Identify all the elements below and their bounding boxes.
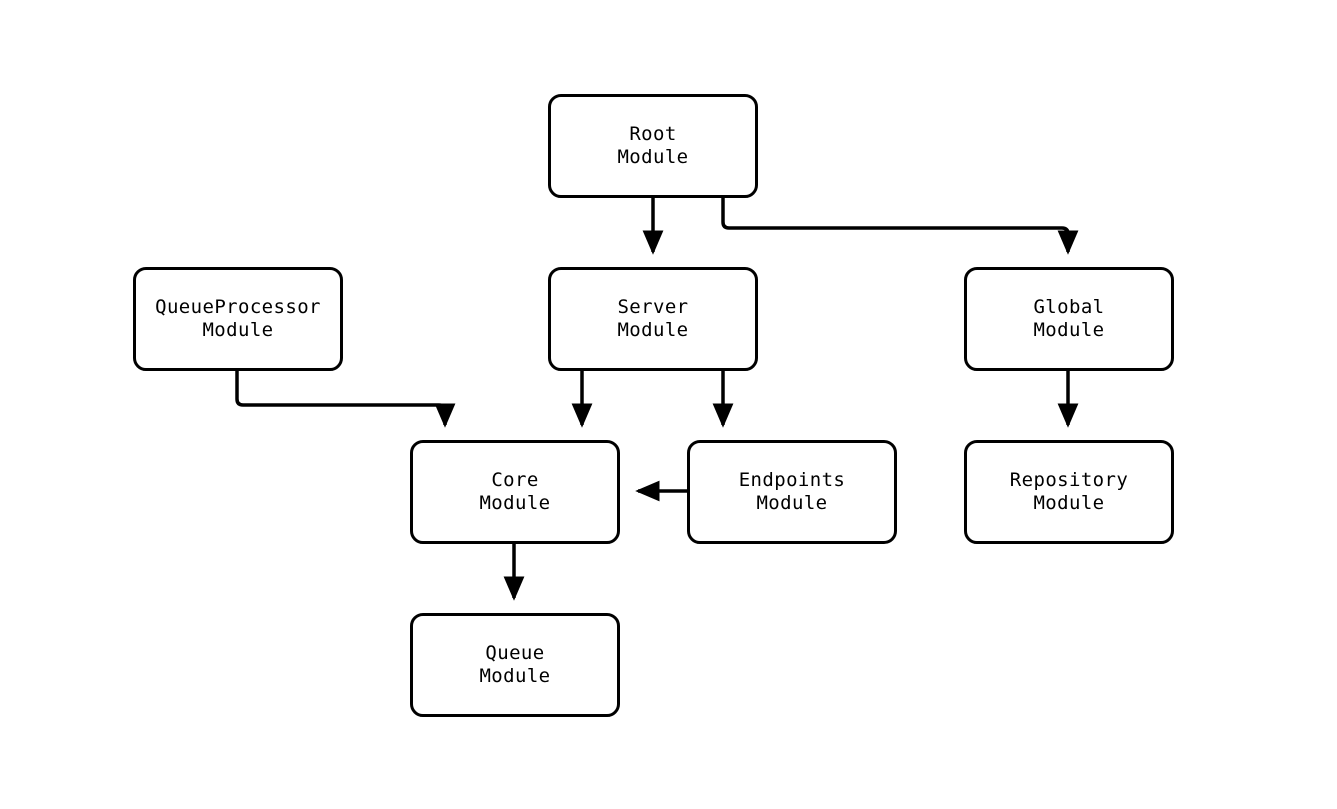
node-server-label: Server bbox=[617, 296, 689, 318]
node-queue[interactable]: Queue Module bbox=[410, 613, 620, 717]
node-root-sublabel: Module bbox=[617, 146, 689, 168]
node-repository[interactable]: Repository Module bbox=[964, 440, 1174, 544]
node-queue-sublabel: Module bbox=[479, 665, 551, 687]
node-queueprocessor-sublabel: Module bbox=[202, 319, 274, 341]
node-repository-sublabel: Module bbox=[1033, 492, 1105, 514]
node-global[interactable]: Global Module bbox=[964, 267, 1174, 371]
node-core-label: Core bbox=[491, 469, 539, 491]
node-global-label: Global bbox=[1033, 296, 1105, 318]
node-server-sublabel: Module bbox=[617, 319, 689, 341]
node-endpoints[interactable]: Endpoints Module bbox=[687, 440, 897, 544]
node-endpoints-label: Endpoints bbox=[738, 469, 846, 491]
node-core[interactable]: Core Module bbox=[410, 440, 620, 544]
edge-root-global bbox=[721, 198, 1079, 255]
node-queueprocessor[interactable]: QueueProcessor Module bbox=[133, 267, 343, 371]
node-global-sublabel: Module bbox=[1033, 319, 1105, 341]
node-server[interactable]: Server Module bbox=[548, 267, 758, 371]
edge-queueprocessor-core bbox=[235, 371, 456, 428]
node-endpoints-sublabel: Module bbox=[756, 492, 828, 514]
node-queue-label: Queue bbox=[485, 642, 545, 664]
node-queueprocessor-label: QueueProcessor bbox=[155, 296, 321, 318]
node-repository-label: Repository bbox=[1009, 469, 1129, 491]
node-root-label: Root bbox=[629, 123, 677, 145]
node-core-sublabel: Module bbox=[479, 492, 551, 514]
node-root[interactable]: Root Module bbox=[548, 94, 758, 198]
